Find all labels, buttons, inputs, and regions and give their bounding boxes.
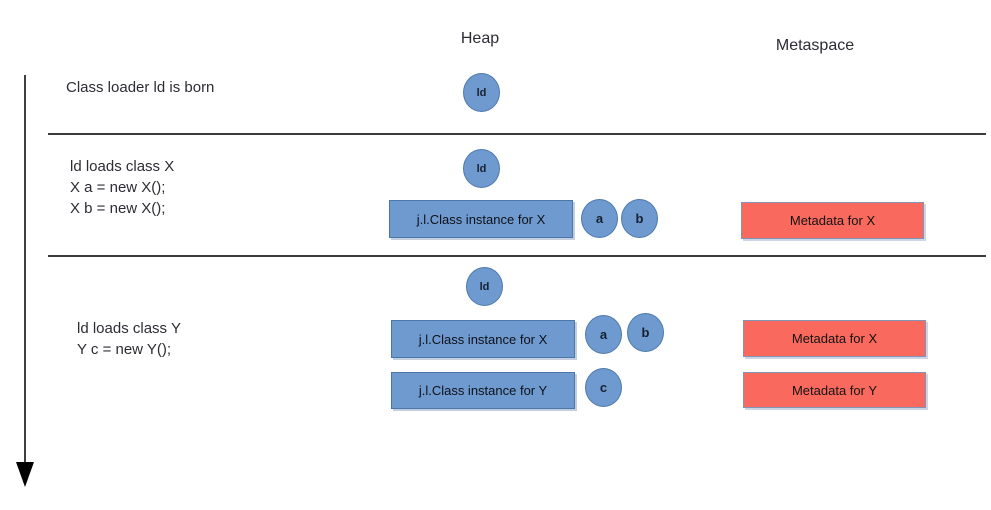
object-node-a: a [585, 315, 622, 354]
class-instance-box-x: j.l.Class instance for X [389, 200, 573, 238]
step-label-row2: ld loads class X X a = new X(); X b = ne… [70, 156, 174, 219]
step-label-line: ld loads class Y [77, 320, 181, 337]
row-divider [48, 255, 986, 257]
step-label-row1: Class loader ld is born [66, 78, 214, 98]
class-loader-node: ld [463, 149, 500, 188]
step-label-line: X b = new X(); [70, 200, 166, 217]
class-instance-box-y: j.l.Class instance for Y [391, 372, 575, 409]
object-node-a: a [581, 199, 618, 238]
object-node-c: c [585, 368, 622, 407]
step-label-line: ld loads class X [70, 158, 175, 175]
class-instance-box-x: j.l.Class instance for X [391, 320, 575, 358]
arrow-down-icon [16, 462, 34, 487]
step-label-line: Class loader ld is born [66, 79, 215, 96]
step-label-row3: ld loads class Y Y c = new Y(); [77, 318, 181, 360]
step-label-line: X a = new X(); [70, 179, 166, 196]
heap-column-header: Heap [460, 30, 500, 47]
metadata-box-x: Metadata for X [741, 202, 924, 239]
object-node-b: b [627, 313, 664, 352]
timeline-axis [24, 75, 26, 462]
object-node-b: b [621, 199, 658, 238]
class-loader-node: ld [466, 267, 503, 306]
step-label-line: Y c = new Y(); [77, 341, 172, 358]
row-divider [48, 133, 986, 135]
metadata-box-x: Metadata for X [743, 320, 926, 357]
class-loader-node: ld [463, 73, 500, 112]
metaspace-column-header: Metaspace [775, 37, 855, 54]
metadata-box-y: Metadata for Y [743, 372, 926, 408]
